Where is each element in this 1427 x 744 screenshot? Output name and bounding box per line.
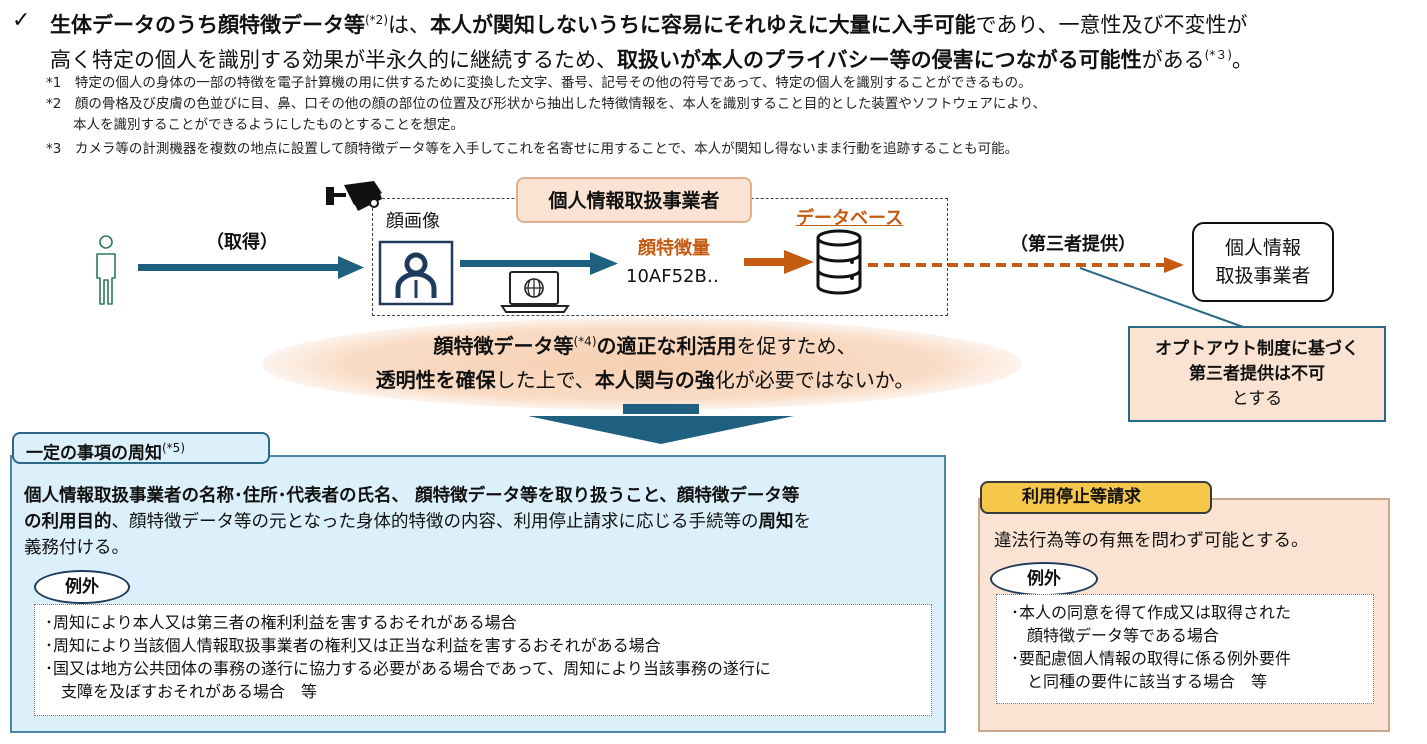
acquire-arrow — [138, 256, 364, 279]
lead-text-3: 高く特定の個人を識別する効果が半永久的に継続するため、 — [50, 48, 617, 72]
notice-text-end: を — [793, 512, 811, 532]
lead-bold-1: 生体データのうち顔特徴データ等 — [50, 13, 365, 37]
stop-request-tab: 利用停止等請求 — [980, 481, 1212, 514]
person-icon — [96, 235, 116, 305]
store-arrow — [744, 250, 814, 274]
message-bold-3: 透明性を確保 — [375, 368, 496, 392]
recipient-line-2: 取扱事業者 — [1215, 265, 1311, 287]
notice-body-line-2: の利用目的、顔特徴データ等の元となった身体的特徴の内容、利用停止請求に応じる手続… — [24, 509, 940, 535]
notice-tab: 一定の事項の周知(*5) — [12, 432, 270, 464]
notice-text-mid: 、顔特徴データ等の元となった身体的特徴の内容、利用停止請求に応じる手続等の — [111, 512, 759, 532]
laptop-icon — [500, 271, 570, 313]
camera-icon — [326, 181, 382, 211]
lead-statement: 生体データのうち顔特徴データ等(*2)は、本人が関知しないうちに容易にそれゆえに… — [50, 5, 1420, 75]
message-sup: (*4) — [573, 334, 597, 349]
recipient-line-1: 個人情報 — [1224, 237, 1301, 259]
lead-text-1: は、 — [388, 13, 430, 37]
optout-callout-line — [1079, 267, 1247, 329]
message-text-2: した上で、 — [495, 368, 595, 392]
optout-box: オプトアウト制度に基づく 第三者提供は不可 とする — [1128, 326, 1386, 422]
optout-line-2: 第三者提供は不可 — [1189, 364, 1325, 384]
database-label: データベース — [796, 208, 904, 229]
optout-line-3: とする — [1231, 389, 1283, 409]
process-arrow — [460, 252, 618, 275]
acquire-label: （取得） — [206, 232, 278, 253]
feature-label: 顔特徴量 — [638, 238, 710, 259]
message-line-2: 透明性を確保した上で、本人関与の強化が必要ではないか。 — [300, 364, 990, 393]
optout-line-1: オプトアウト制度に基づく — [1155, 339, 1359, 359]
message-text-3: 化が必要ではないか。 — [714, 368, 915, 392]
stop-exception-item-4: と同種の要件に該当する場合 等 — [1011, 672, 1268, 691]
lead-line-1: 生体データのうち顔特徴データ等(*2)は、本人が関知しないうちに容易にそれゆえに… — [50, 5, 1420, 40]
notice-exception-item-4: 支障を及ぼすおそれがある場合 等 — [45, 682, 318, 701]
lead-text-5: 。 — [1231, 48, 1253, 72]
footnote-2: *2 顔の骨格及び皮膚の色並びに目、鼻、口その他の顔の部位の位置及び形状から抽出… — [46, 96, 1047, 112]
message-bold-1: 顔特徴データ等 — [433, 334, 574, 358]
notice-bold-notice: 周知 — [758, 512, 794, 532]
third-party-label: （第三者提供） — [1010, 234, 1136, 255]
notice-body-line-1: 個人情報取扱事業者の名称･住所･代表者の氏名、 顔特徴データ等を取り扱うこと、顔… — [24, 486, 800, 506]
lead-text-2: であり、一意性及び不変性が — [975, 13, 1248, 37]
database-icon — [816, 229, 862, 295]
down-arrow — [528, 404, 794, 444]
notice-bold-purpose: の利用目的 — [24, 512, 112, 532]
lead-bold-3: 取扱いが本人のプライバシー等の侵害につながる可能性 — [617, 48, 1142, 72]
notice-exception-box: ･周知により本人又は第三者の権利利益を害するおそれがある場合 ･周知により当該個… — [34, 604, 932, 716]
lead-bold-2: 本人が関知しないうちに容易にそれゆえに大量に入手可能 — [430, 13, 976, 37]
face-portrait-icon — [378, 240, 454, 306]
stop-exception-item-3: ･要配慮個人情報の取得に係る例外要件 — [1011, 649, 1292, 668]
message-bold-2: の適正な利活用 — [596, 334, 737, 358]
stop-exception-pill: 例外 — [990, 562, 1098, 596]
stop-exception-item-1: ･本人の同意を得て作成又は取得された — [1011, 603, 1292, 622]
feature-code: 10AF52B‥ — [626, 266, 719, 287]
check-icon: ✓ — [12, 8, 31, 33]
notice-body-line-3: 義務付ける。 — [24, 538, 129, 558]
notice-exception-item-3: ･国又は地方公共団体の事務の遂行に協力する必要がある場合であって、周知により当該… — [45, 659, 771, 678]
lead-sup-2: (*３) — [1204, 48, 1232, 62]
message-bold-4: 本人関与の強 — [594, 368, 715, 392]
recipient-box: 個人情報 取扱事業者 — [1192, 222, 1334, 302]
notice-tab-sup: (*5) — [162, 441, 185, 455]
stop-exception-item-2: 顔特徴データ等である場合 — [1011, 626, 1219, 645]
third-party-arrow — [868, 257, 1184, 273]
notice-tab-label: 一定の事項の周知 — [26, 443, 162, 464]
footnote-1: *1 特定の個人の身体の一部の特徴を電子計算機の用に供するために変換した文字、番… — [46, 75, 1032, 91]
face-image-label: 顔画像 — [386, 211, 440, 232]
business-label: 個人情報取扱事業者 — [516, 177, 752, 223]
message-line-1: 顔特徴データ等(*4)の適正な利活用を促すため、 — [300, 330, 990, 359]
stop-request-body: 違法行為等の有無を問わず可能とする。 — [994, 531, 1309, 551]
message-text-1: を促すため、 — [736, 334, 857, 358]
notice-exception-item-2: ･周知により当該個人情報取扱事業者の権利又は正当な利益を害するおそれがある場合 — [45, 636, 661, 655]
notice-exception-pill: 例外 — [34, 570, 130, 604]
footnote-2-cont: 本人を識別することができるようにしたものとすることを想定。 — [46, 117, 464, 133]
message-ellipse — [262, 318, 1022, 410]
stop-exception-box: ･本人の同意を得て作成又は取得された 顔特徴データ等である場合 ･要配慮個人情報… — [996, 594, 1374, 704]
footnote-3: *3 カメラ等の計測機器を複数の地点に設置して顔特徴データ等を入手してこれを名寄… — [46, 141, 1019, 157]
lead-sup-1: (*2) — [365, 13, 388, 27]
lead-line-2: 高く特定の個人を識別する効果が半永久的に継続するため、取扱いが本人のプライバシー… — [50, 40, 1420, 75]
notice-exception-item-1: ･周知により本人又は第三者の権利利益を害するおそれがある場合 — [45, 613, 517, 632]
lead-text-4: がある — [1141, 48, 1205, 72]
notice-body: 個人情報取扱事業者の名称･住所･代表者の氏名、 顔特徴データ等を取り扱うこと、顔… — [24, 483, 940, 561]
